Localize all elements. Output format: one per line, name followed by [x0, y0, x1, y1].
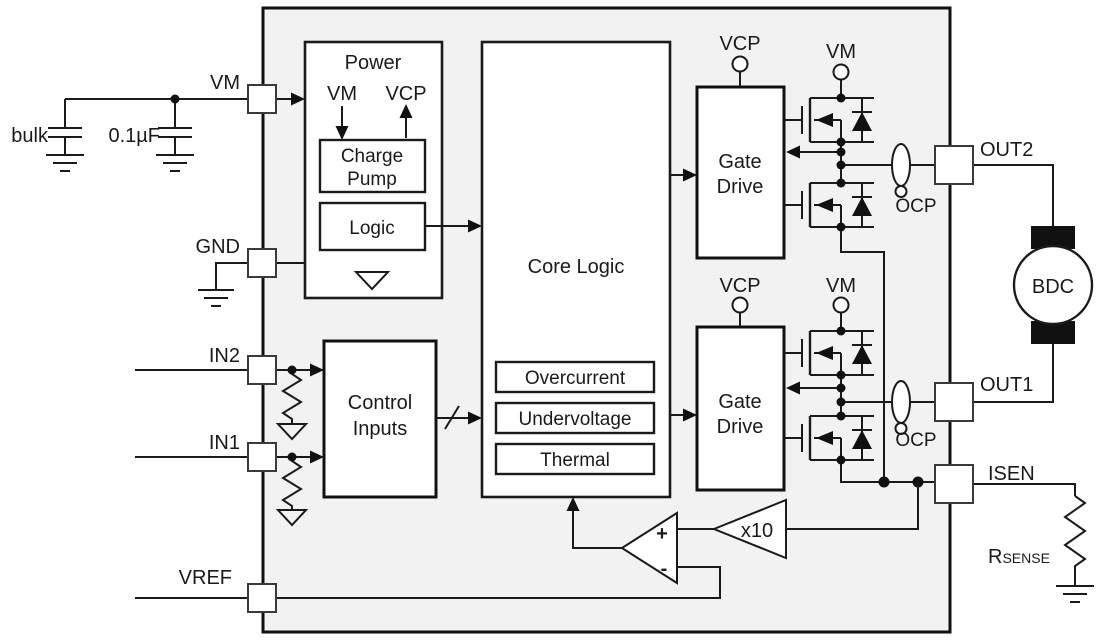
pin-labels: VM GND IN2 IN1 VREF OUT2 OUT1 ISEN bulk …	[11, 72, 1034, 589]
rsense-ground-symbol	[1056, 585, 1094, 603]
half-bridge1: VM OCP	[782, 41, 937, 482]
logic-box	[318, 201, 427, 252]
in2-ground-triangle	[275, 423, 309, 441]
bypass-cap-label: 0.1µF	[108, 125, 160, 147]
vcp2-terminal-label: VCP	[719, 275, 760, 297]
vref-pin-label: VREF	[179, 567, 232, 589]
bulk-cap-label: bulk	[11, 125, 49, 147]
overcurrent-label: Overcurrent	[525, 368, 626, 389]
charge-pump-line1: Charge	[341, 146, 403, 167]
core-logic-title: Core Logic	[528, 256, 625, 278]
power-vm-rail-label: VM	[327, 83, 357, 105]
vref-pin	[247, 583, 277, 613]
in1-pin	[247, 442, 277, 472]
core-logic-block: Core Logic Overcurrent Undervoltage Ther…	[480, 40, 672, 499]
rsense-net: RSENSE	[973, 483, 1094, 603]
isen-pin	[934, 464, 974, 504]
vm-pin	[247, 84, 277, 114]
power-ground-triangle	[353, 271, 391, 291]
thermal-box	[494, 442, 656, 476]
control-inputs-line2: Inputs	[353, 418, 407, 440]
ocp1-label: OCP	[895, 196, 936, 217]
in1-ground-triangle	[275, 509, 309, 527]
in2-pin-label: IN2	[209, 345, 240, 367]
in1-pulldown-resistor	[281, 457, 303, 510]
out1-pin	[934, 382, 974, 422]
gate-drive2-line2: Drive	[717, 416, 764, 438]
comparator-plus: +	[656, 523, 668, 545]
undervoltage-box	[494, 401, 656, 435]
vm1-terminal	[832, 63, 850, 81]
overcurrent-box	[494, 360, 656, 394]
motor-brush-bottom	[1031, 321, 1075, 344]
power-block: Power VM VCP Charge Pump Logic	[303, 40, 482, 300]
vcp1-terminal-label: VCP	[719, 33, 760, 55]
out2-pin	[934, 145, 974, 185]
half-bridge2: VM OCP	[782, 275, 937, 483]
in2-net	[135, 363, 324, 441]
gate-drive1-line1: Gate	[718, 151, 761, 173]
control-inputs-line1: Control	[348, 392, 412, 414]
power-vcp-rail-label: VCP	[385, 83, 426, 105]
current-sense-path: x10 + -	[566, 476, 924, 585]
bypass-capacitor	[156, 99, 194, 172]
vcp1-terminal	[731, 55, 749, 73]
motor-brush-top	[1031, 226, 1075, 249]
comparator-minus: -	[661, 558, 668, 580]
x10-amplifier	[711, 498, 787, 560]
motor-circle	[1012, 244, 1094, 326]
bus-slash	[444, 405, 460, 430]
power-title: Power	[345, 52, 402, 74]
in1-net	[135, 450, 324, 527]
control-inputs-block: Control Inputs	[322, 339, 482, 499]
vm1-terminal-label: VM	[826, 41, 856, 63]
out1-pin-label: OUT1	[980, 374, 1033, 396]
rsense-resistor	[1063, 495, 1087, 586]
bulk-capacitor	[46, 99, 84, 172]
vcp2-terminal	[731, 296, 749, 314]
motor-label: BDC	[1032, 276, 1074, 298]
logic-label: Logic	[349, 218, 394, 239]
undervoltage-label: Undervoltage	[518, 409, 631, 430]
gnd-pin	[247, 248, 277, 278]
rsense-label: RSENSE	[988, 546, 1050, 568]
vref-internal-wire	[276, 566, 721, 599]
pins	[247, 84, 974, 613]
charge-pump-line2: Pump	[347, 169, 397, 190]
ls1-source-wire	[840, 227, 885, 482]
isen-internal-wire	[840, 460, 935, 483]
in2-pulldown-resistor	[281, 370, 303, 424]
gnd-ground-symbol	[198, 262, 248, 307]
vm-supply-net	[46, 94, 248, 172]
core-to-gatedrive-arrows	[670, 168, 697, 422]
isen-pin-label: ISEN	[988, 463, 1035, 485]
in2-pin	[247, 355, 277, 385]
motor-net: BDC	[973, 164, 1094, 403]
out2-pin-label: OUT2	[980, 139, 1033, 161]
thermal-label: Thermal	[540, 450, 610, 471]
charge-pump-box	[318, 138, 427, 194]
vm2-terminal-label: VM	[826, 275, 856, 297]
vm-to-power-arrow	[276, 92, 305, 106]
comparator	[620, 511, 678, 585]
gate-drive1-block: Gate Drive VCP	[695, 33, 786, 260]
gnd-pin-label: GND	[196, 236, 240, 258]
gate-drive1-line2: Drive	[717, 176, 764, 198]
vm2-terminal	[832, 296, 850, 314]
gate-drive2-line1: Gate	[718, 391, 761, 413]
vm-pin-label: VM	[210, 72, 240, 94]
x10-label: x10	[741, 520, 773, 542]
in1-pin-label: IN1	[209, 432, 240, 454]
ocp2-label: OCP	[895, 430, 936, 451]
gate-drive2-block: Gate Drive VCP	[695, 275, 786, 492]
